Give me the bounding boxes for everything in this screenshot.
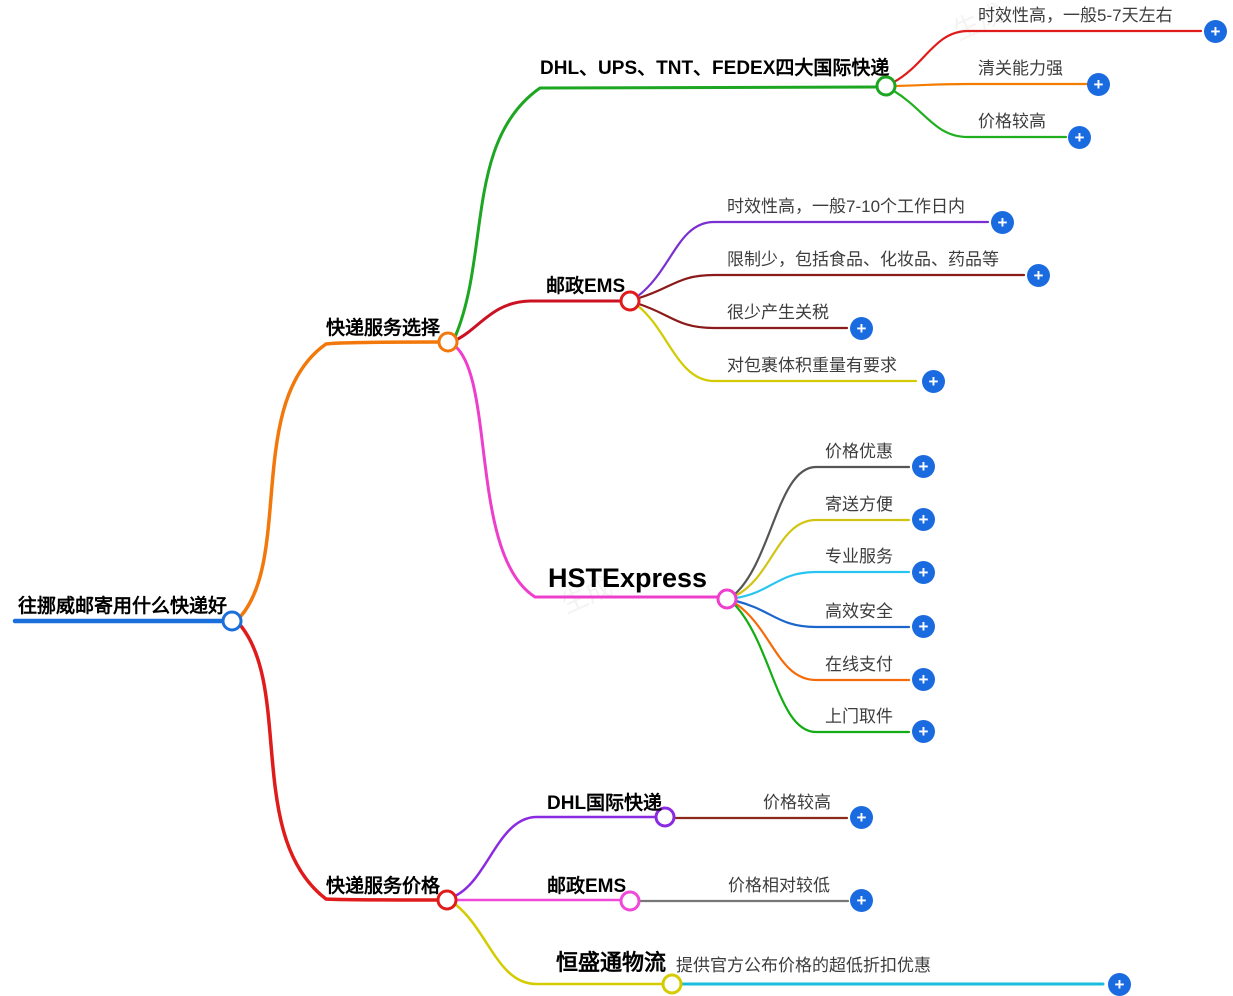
leaf-professional-service[interactable]: 专业服务 xyxy=(825,547,893,566)
node-circle-ems2[interactable] xyxy=(619,890,641,912)
leaf-rare-tariffs[interactable]: 很少产生关税 xyxy=(727,303,829,322)
edge-ems-leaf-4 xyxy=(636,304,918,383)
node-circle-ems[interactable] xyxy=(619,290,641,312)
expand-button[interactable]: + xyxy=(912,455,935,478)
edge-price-to-hengsheng xyxy=(453,902,665,986)
edge-ems-leaf-2 xyxy=(637,273,1026,300)
expand-button[interactable]: + xyxy=(1027,264,1050,287)
leaf-efficient-safe[interactable]: 高效安全 xyxy=(825,602,893,621)
node-circle-dhlintl[interactable] xyxy=(654,806,676,828)
edge-hst-leaf-1 xyxy=(733,465,911,596)
edge-ems-leaf-3 xyxy=(637,302,849,330)
node-dhl-international[interactable]: DHL国际快递 xyxy=(547,793,663,814)
leaf-size-weight-limits[interactable]: 对包裹体积重量有要求 xyxy=(727,356,897,375)
leaf-favorable-price[interactable]: 价格优惠 xyxy=(825,442,893,461)
leaf-timeliness-5-7-days[interactable]: 时效性高，一般5-7天左右 xyxy=(978,6,1173,25)
expand-button[interactable]: + xyxy=(912,720,935,743)
expand-button[interactable]: + xyxy=(1087,73,1110,96)
node-circle-hst[interactable] xyxy=(716,588,738,610)
edge-hst-leaf-5 xyxy=(733,601,911,682)
node-ems[interactable]: 邮政EMS xyxy=(546,276,626,297)
expand-button[interactable]: + xyxy=(912,615,935,638)
node-dhl4-international[interactable]: DHL、UPS、TNT、FEDEX四大国际快递 xyxy=(540,58,890,79)
expand-button[interactable]: + xyxy=(922,370,945,393)
leaf-dhl-high-price[interactable]: 价格较高 xyxy=(763,793,831,812)
leaf-timeliness-7-10-days[interactable]: 时效性高，一般7-10个工作日内 xyxy=(727,197,966,216)
root-node-label[interactable]: 往挪威邮寄用什么快递好 xyxy=(18,596,228,617)
node-circle-root[interactable] xyxy=(221,610,243,632)
edge-dhl4-leaf-1 xyxy=(892,29,1203,84)
leaf-hengsheng-discount[interactable]: 提供官方公布价格的超低折扣优惠 xyxy=(676,956,931,975)
leaf-door-pickup[interactable]: 上门取件 xyxy=(825,707,893,726)
leaf-convenient-shipping[interactable]: 寄送方便 xyxy=(825,495,893,514)
expand-button[interactable]: + xyxy=(1108,973,1131,996)
expand-button[interactable]: + xyxy=(1068,126,1091,149)
expand-button[interactable]: + xyxy=(912,508,935,531)
edge-dhl4-leaf-3 xyxy=(892,89,1068,139)
edge-hst-leaf-6 xyxy=(733,603,911,734)
edge-dhl4-leaf-2 xyxy=(893,82,1089,88)
node-hstexpress[interactable]: HSTExpress xyxy=(548,563,708,593)
expand-button[interactable]: + xyxy=(1204,20,1227,43)
leaf-high-price[interactable]: 价格较高 xyxy=(978,112,1046,131)
leaf-online-payment[interactable]: 在线支付 xyxy=(825,655,893,674)
edge-ems-leaf-1 xyxy=(636,220,990,298)
node-circle-selection[interactable] xyxy=(437,331,459,353)
edge-hst-leaf-4 xyxy=(734,599,911,629)
branch-service-selection[interactable]: 快递服务选择 xyxy=(326,318,441,339)
edge-hst-leaf-2 xyxy=(733,518,911,598)
edge-hst-leaf-3 xyxy=(734,570,911,600)
leaf-ems-lower-price[interactable]: 价格相对较低 xyxy=(728,876,830,895)
edge-selection-to-ems xyxy=(454,299,624,342)
branch-service-price[interactable]: 快递服务价格 xyxy=(326,876,441,897)
edge-price-to-dhlintl xyxy=(453,815,658,898)
edge-selection-to-dhl4 xyxy=(453,85,880,339)
edge-root-to-price xyxy=(239,624,441,902)
expand-button[interactable]: + xyxy=(991,211,1014,234)
leaf-few-restrictions[interactable]: 限制少，包括食品、化妆品、药品等 xyxy=(727,250,999,269)
expand-button[interactable]: + xyxy=(912,561,935,584)
leaf-customs-clearance[interactable]: 清关能力强 xyxy=(978,59,1063,78)
expand-button[interactable]: + xyxy=(850,806,873,829)
expand-button[interactable]: + xyxy=(912,668,935,691)
node-ems-price[interactable]: 邮政EMS xyxy=(547,876,627,897)
node-circle-dhl4[interactable] xyxy=(875,75,897,97)
expand-button[interactable]: + xyxy=(850,889,873,912)
node-hengshengtong[interactable]: 恒盛通物流 xyxy=(556,950,667,975)
node-circle-price[interactable] xyxy=(436,889,458,911)
edge-root-to-selection xyxy=(239,340,442,618)
expand-button[interactable]: + xyxy=(850,317,873,340)
edge-selection-to-hst xyxy=(453,344,721,599)
node-circle-hengsheng[interactable] xyxy=(661,973,683,995)
